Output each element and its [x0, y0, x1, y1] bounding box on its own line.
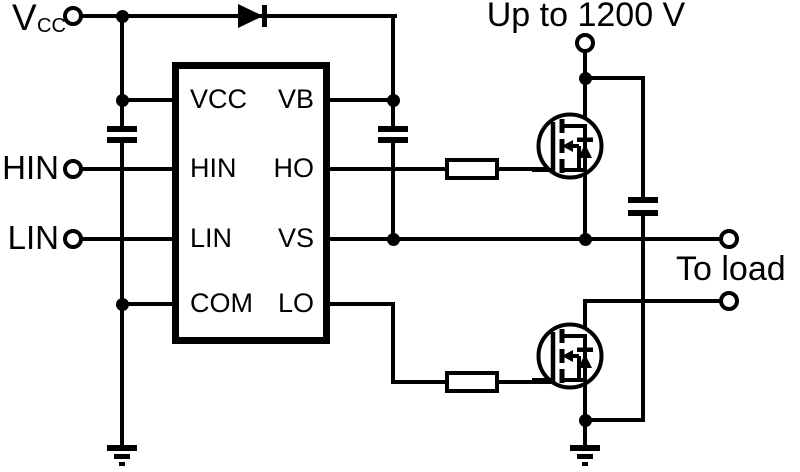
ic-pin-lo: LO — [277, 288, 314, 318]
wire-bus-branch-top — [583, 76, 645, 80]
wire-top-vcc-rail — [78, 14, 397, 18]
hin-label: HIN — [2, 149, 59, 186]
ic-block — [172, 62, 330, 344]
terminal-bus-voltage — [575, 33, 595, 53]
dc-bus-capacitor — [628, 210, 658, 216]
ic-pin-vcc: VCC — [190, 84, 248, 114]
vcc-label-subscript: CC — [37, 15, 66, 37]
wire-left-rail-upper — [120, 14, 124, 128]
wire-ho-left — [330, 167, 447, 171]
ground-right-icon — [582, 462, 588, 466]
to-load-label: To load — [676, 250, 786, 288]
wire-com-pin — [120, 302, 172, 306]
terminal-load-upper — [719, 229, 739, 249]
dc-bus-capacitor — [628, 197, 658, 203]
terminal-vcc — [63, 6, 83, 26]
ic-pin-hin: HIN — [190, 153, 237, 183]
junction-dot — [578, 232, 592, 246]
junction-dot — [386, 232, 400, 246]
wire-lo-pin — [330, 302, 395, 306]
wire-vb-pin — [330, 98, 395, 102]
gate-resistor-low-side — [445, 371, 499, 393]
ic-pin-vb: VB — [277, 84, 314, 114]
ground-right-icon — [577, 454, 593, 459]
wire-bus-rail-upper — [641, 76, 645, 199]
ic-pin-com: COM — [190, 288, 253, 318]
wire-bus-branch-bottom — [583, 418, 645, 422]
junction-dot — [115, 9, 129, 23]
ground-left-icon — [107, 445, 137, 451]
ic-pin-ho: HO — [273, 153, 315, 183]
junction-dot — [386, 93, 400, 107]
terminal-load-lower — [719, 291, 739, 311]
bootstrap-diode — [238, 4, 267, 28]
wire-lo-lower-right — [497, 380, 553, 384]
bootstrap-capacitor — [378, 137, 408, 143]
wire-load-lower — [583, 299, 721, 303]
lin-label: LIN — [7, 219, 59, 256]
ground-right-icon — [570, 445, 600, 451]
wire-lo-lower-left — [391, 380, 447, 384]
gate-resistor-high-side — [445, 158, 499, 180]
mosfet-low-side — [532, 312, 604, 400]
wire-lo-drop — [391, 302, 395, 384]
junction-dot — [578, 71, 592, 85]
ic-pin-lin: LIN — [190, 223, 233, 253]
wire-boot-rail-upper — [391, 14, 395, 128]
ground-left-icon — [114, 454, 130, 459]
ground-left-icon — [119, 462, 125, 466]
bootstrap-capacitor — [378, 126, 408, 132]
ic-pin-vs: VS — [277, 223, 314, 253]
vcc-decoupling-capacitor — [107, 137, 137, 143]
bus-voltage-label: Up to 1200 V — [486, 0, 686, 34]
terminal-hin — [63, 159, 83, 179]
mosfet-high-side — [532, 102, 604, 190]
wire-boot-rail-lower — [391, 141, 395, 241]
terminal-lin — [63, 229, 83, 249]
wire-bus-rail-lower — [641, 214, 645, 422]
wire-hin — [78, 167, 172, 171]
junction-dot — [578, 413, 592, 427]
junction-dot — [115, 297, 129, 311]
wire-ho-right — [497, 167, 553, 171]
vcc-label: V — [12, 0, 37, 38]
wire-vcc-pin — [120, 98, 172, 102]
wire-lin — [78, 237, 172, 241]
wire-vs — [330, 237, 721, 241]
wire-left-rail-lower — [120, 141, 124, 447]
vcc-decoupling-capacitor — [107, 126, 137, 132]
junction-dot — [115, 93, 129, 107]
